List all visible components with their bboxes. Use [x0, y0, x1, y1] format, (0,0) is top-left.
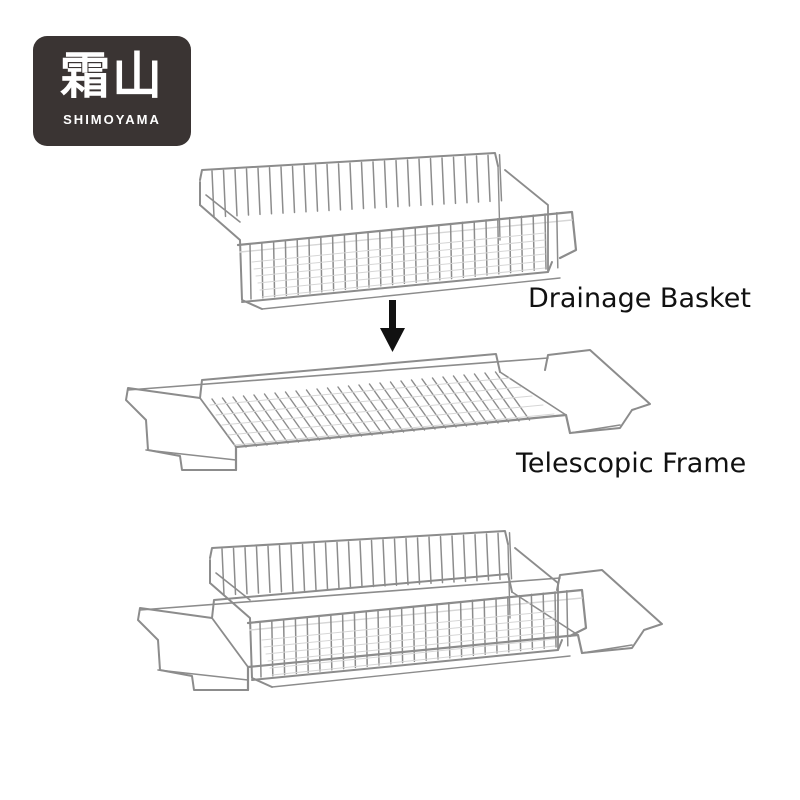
shimoyama-logo: 霜山 SHIMOYAMA — [33, 36, 191, 146]
logo-brand-text: SHIMOYAMA — [63, 112, 161, 127]
assembled-rack-image — [137, 530, 663, 692]
drainage-basket-label: Drainage Basket — [528, 283, 751, 314]
telescopic-frame-label: Telescopic Frame — [516, 448, 747, 479]
logo-cjk-text: 霜山 — [60, 47, 164, 105]
down-arrow-icon — [380, 300, 405, 352]
drainage-basket-image — [199, 152, 578, 310]
telescopic-frame-image — [125, 349, 651, 472]
